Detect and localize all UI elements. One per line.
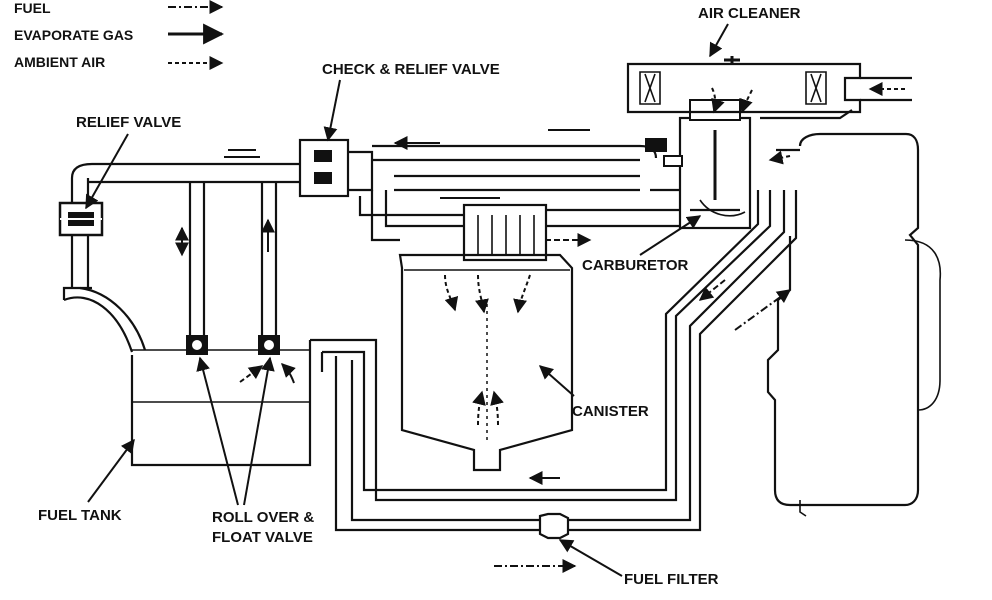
canister-pipes <box>358 174 740 247</box>
check-relief-valve <box>298 129 658 198</box>
relief-valve <box>58 178 104 288</box>
label-roll-over-line2: FLOAT VALVE <box>212 529 313 546</box>
vapour-lines <box>70 149 300 340</box>
label-roll-over-line1: ROLL OVER & <box>212 509 314 526</box>
label-canister: CANISTER <box>572 403 649 420</box>
legend-evaporate-gas-label: EVAPORATE GAS <box>14 27 133 43</box>
label-fuel-tank: FUEL TANK <box>38 507 122 524</box>
label-carburetor: CARBURETOR <box>582 257 689 274</box>
roll-over-valves <box>186 335 296 384</box>
label-check-relief-valve: CHECK & RELIEF VALVE <box>322 61 500 78</box>
legend-ambient-air-label: AMBIENT AIR <box>14 54 105 70</box>
label-fuel-filter: FUEL FILTER <box>624 571 719 588</box>
fuel-filter <box>494 512 577 573</box>
carburetor <box>645 99 752 230</box>
engine-block <box>766 132 942 517</box>
canister <box>398 203 574 472</box>
air-cleaner <box>626 56 912 120</box>
label-relief-valve: RELIEF VALVE <box>76 114 181 131</box>
label-air-cleaner: AIR CLEANER <box>698 5 801 22</box>
fuel-tank <box>62 286 312 467</box>
legend: FUEL EVAPORATE GAS AMBIENT AIR <box>14 0 225 70</box>
fuel-lines <box>310 190 798 532</box>
legend-fuel-label: FUEL <box>14 0 51 16</box>
